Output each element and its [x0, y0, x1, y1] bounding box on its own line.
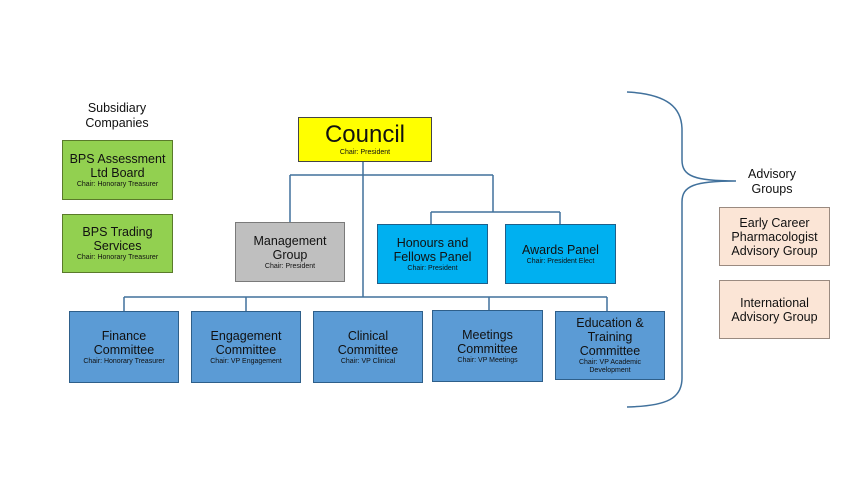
management-group-box[interactable]: Management Group Chair: President	[235, 222, 345, 282]
subsidiary-heading: Subsidiary Companies	[70, 101, 164, 131]
box-chair-text: Development	[589, 367, 631, 374]
box-title-line: International	[740, 295, 809, 310]
box-title-line: Meetings	[462, 327, 513, 342]
box-title-line: Management	[253, 233, 327, 248]
box-title-line: Advisory Group	[731, 309, 818, 324]
box-title-line: Honours and	[396, 235, 469, 250]
box-chair-text: Chair: VP Meetings	[457, 356, 518, 364]
box-chair-text: Chair: Honorary Treasurer	[76, 180, 159, 188]
clinical-committee-box[interactable]: Clinical Committee Chair: VP Clinical	[313, 311, 423, 383]
meetings-committee-box[interactable]: Meetings Committee Chair: VP Meetings	[432, 310, 543, 382]
box-title-line: Training	[587, 330, 633, 345]
subsidiary-heading-line1: Subsidiary	[87, 101, 147, 115]
box-title-line: Committee	[579, 344, 641, 359]
box-chair-text: Chair: President	[339, 148, 391, 156]
engagement-committee-box[interactable]: Engagement Committee Chair: VP Engagemen…	[191, 311, 301, 383]
education-training-committee-box[interactable]: Education & Training Committee Chair: VP…	[555, 311, 665, 380]
box-title-line: Pharmacologist	[731, 229, 818, 244]
box-chair-text: Chair: VP Clinical	[340, 357, 396, 365]
box-chair-text: Chair: President Elect	[526, 257, 595, 265]
early-career-advisory-box[interactable]: Early Career Pharmacologist Advisory Gro…	[719, 207, 830, 266]
box-chair-text: Chair: President	[407, 264, 458, 272]
box-title-line: Committee	[457, 341, 518, 356]
honours-fellows-panel-box[interactable]: Honours and Fellows Panel Chair: Preside…	[377, 224, 488, 284]
advisory-heading-line1: Advisory	[748, 167, 796, 181]
box-title-line: Education &	[576, 316, 644, 331]
advisory-brace	[626, 91, 737, 408]
box-title-line: Early Career	[739, 215, 810, 230]
international-advisory-box[interactable]: International Advisory Group	[719, 280, 830, 339]
box-title-line: Advisory Group	[731, 243, 818, 258]
box-chair-text: Chair: VP Academic	[578, 359, 642, 367]
finance-committee-box[interactable]: Finance Committee Chair: Honorary Treasu…	[69, 311, 179, 383]
box-title-line: Clinical	[347, 328, 389, 343]
box-title-line: Finance	[101, 328, 147, 343]
box-title-line: Awards Panel	[522, 242, 599, 257]
council-title: Council	[324, 121, 406, 149]
box-chair-text: Chair: VP Engagement	[210, 357, 282, 365]
box-title-line: BPS Trading	[82, 225, 153, 240]
box-title-line: Ltd Board	[90, 165, 145, 180]
box-title-line: Group	[272, 247, 308, 262]
box-title-line: Committee	[215, 342, 277, 357]
box-chair-text: Chair: President	[264, 262, 316, 270]
bps-assessment-board-box[interactable]: BPS Assessment Ltd Board Chair: Honorary…	[62, 140, 173, 200]
advisory-heading-line2: Groups	[751, 182, 793, 196]
box-title-line: Committee	[337, 342, 399, 357]
box-title-line: Services	[93, 239, 142, 254]
box-title-line: Engagement	[210, 328, 282, 343]
box-title-line: Fellows Panel	[393, 249, 472, 264]
box-chair-text: Chair: Honorary Treasurer	[83, 357, 165, 365]
box-title-line: BPS Assessment	[69, 151, 166, 166]
awards-panel-box[interactable]: Awards Panel Chair: President Elect	[505, 224, 616, 284]
box-title-line: Committee	[93, 342, 155, 357]
advisory-heading: Advisory Groups	[735, 167, 809, 197]
bps-trading-services-box[interactable]: BPS Trading Services Chair: Honorary Tre…	[62, 214, 173, 273]
box-chair-text: Chair: Honorary Treasurer	[76, 254, 159, 262]
council-box[interactable]: Council Chair: President	[298, 117, 432, 162]
subsidiary-heading-line2: Companies	[85, 116, 149, 130]
